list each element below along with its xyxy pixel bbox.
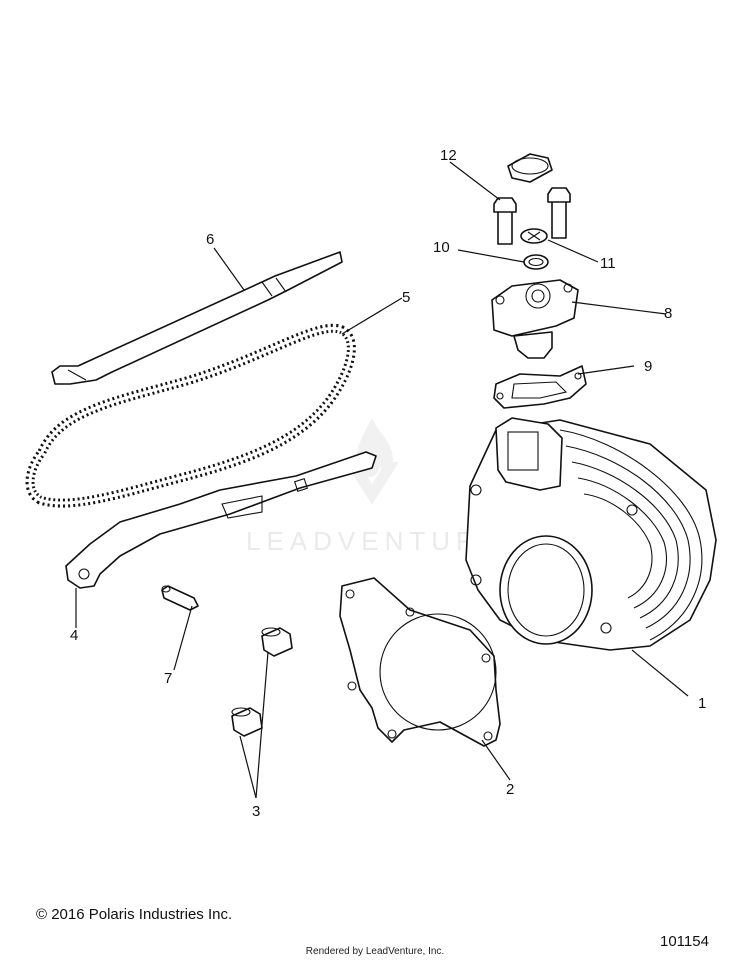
part-2-base-gasket [339, 577, 501, 747]
part-11-screw [520, 228, 548, 244]
callout-8: 8 [664, 305, 672, 322]
part-1-cylinder [465, 417, 717, 651]
callout-7: 7 [164, 670, 172, 687]
watermark-text: LEADVENTURE [246, 526, 504, 556]
drawing-number: 101154 [660, 933, 709, 950]
callout-12: 12 [440, 147, 457, 164]
callout-11: 11 [600, 255, 616, 272]
part-12-bolts [493, 153, 571, 245]
part-10-o-ring [523, 254, 549, 270]
callout-1: 1 [698, 695, 706, 712]
part-7-dowel-pin [161, 585, 199, 611]
leader-lines [75, 161, 689, 799]
part-6-chain-guide [51, 251, 343, 385]
part-5-cam-chain [25, 323, 356, 508]
part-9-tensioner-gasket [493, 365, 587, 409]
part-8-tensioner [491, 279, 579, 359]
rendered-by-text: Rendered by LeadVenture, Inc. [305, 946, 445, 957]
callout-2: 2 [506, 781, 514, 798]
callout-9: 9 [644, 358, 652, 375]
callout-6: 6 [206, 231, 214, 248]
callout-10: 10 [433, 239, 450, 256]
callout-4: 4 [70, 627, 78, 644]
callout-5: 5 [402, 289, 410, 306]
copyright-text: © 2016 Polaris Industries Inc. [36, 906, 233, 923]
part-4-chain-guide [65, 451, 377, 589]
callout-3: 3 [252, 803, 260, 820]
